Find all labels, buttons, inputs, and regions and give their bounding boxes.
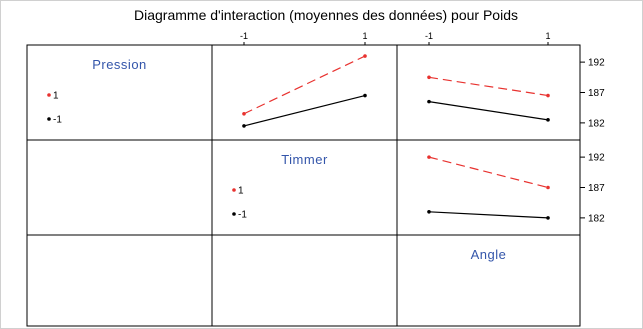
chart-title: Diagramme d'interaction (moyennes des do… [134,7,518,23]
data-point-level-1 [546,93,550,98]
series-line-level-minus1 [243,94,366,127]
y-tick-label: 187 [588,183,605,194]
legend-marker [232,188,236,192]
y-tick-label: 182 [588,118,605,129]
legend-label: 1 [53,91,59,102]
legend-label: -1 [53,115,62,126]
series-line-level-1 [428,156,549,189]
data-point-level-minus1 [546,118,550,122]
legend-label: -1 [238,210,247,221]
factor-label: Timmer [281,152,328,167]
data-point-level-minus1 [427,210,431,214]
series-line-level-1 [428,76,549,97]
top-tick-label: 1 [545,31,550,41]
y-tick-label: 182 [588,213,605,224]
data-point-level-1 [427,155,431,159]
series-line-level-1 [243,55,366,115]
factor-label: Angle [471,247,507,262]
y-tick-label: 187 [588,88,605,99]
top-tick-label: -1 [425,31,433,41]
top-tick-label: 1 [362,31,367,41]
data-point-level-1 [427,75,431,80]
legend-marker [232,212,236,216]
top-tick-label: -1 [240,31,248,41]
y-tick-label: 192 [588,153,605,164]
data-point-level-1 [242,111,246,116]
legend-label: 1 [238,186,244,197]
plot-frame [26,44,581,327]
series-line-level-minus1 [428,211,549,219]
data-point-level-minus1 [546,216,550,220]
y-tick-label: 192 [588,58,605,69]
data-point-level-minus1 [242,124,246,128]
data-point-level-minus1 [363,93,367,98]
factor-label: Pression [92,57,147,72]
legend-marker [47,93,51,97]
data-point-level-1 [546,185,550,190]
legend-marker [47,117,51,121]
data-point-level-minus1 [427,99,431,104]
data-point-level-1 [363,54,367,58]
series-line-level-minus1 [428,101,549,121]
